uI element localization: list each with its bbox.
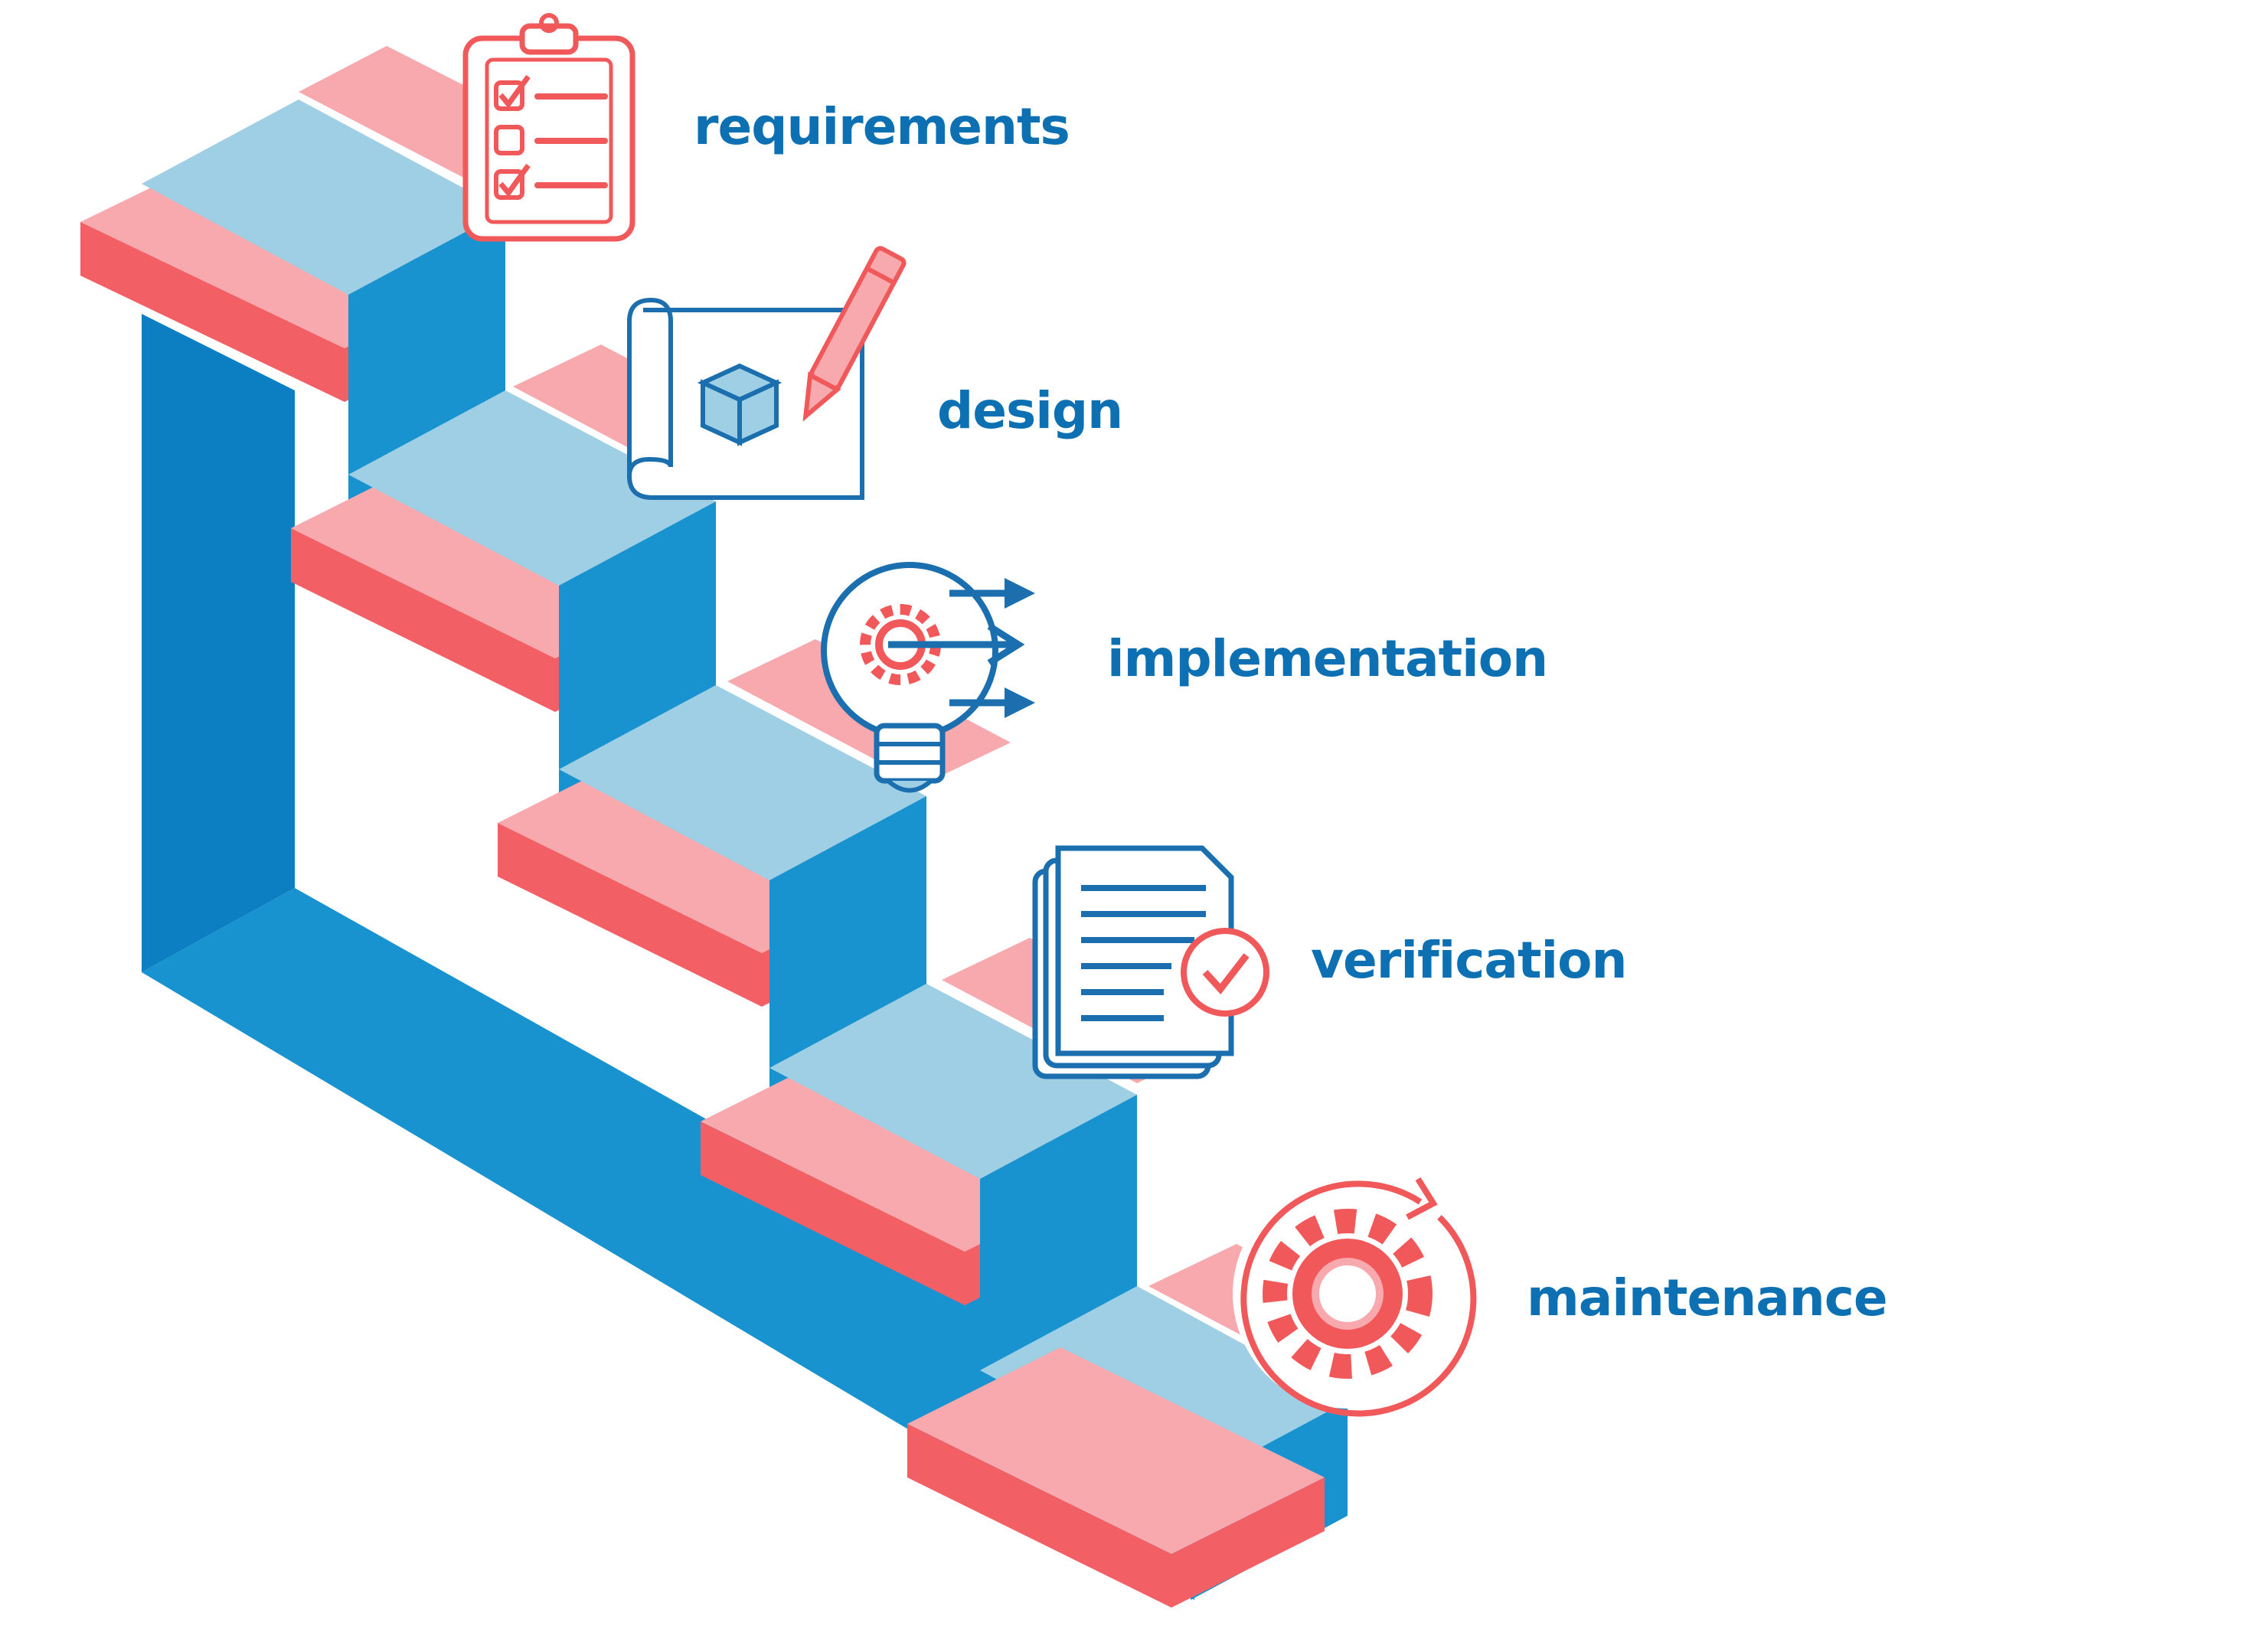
step-label-maintenance: maintenance: [1527, 1268, 1888, 1327]
step-2-top: [348, 390, 716, 586]
stringer-left-face: [142, 314, 295, 972]
staircase: [80, 46, 1432, 1608]
step-label-design: design: [937, 381, 1123, 440]
step-label-verification: verification: [1311, 931, 1627, 990]
lightbulb-gear-arrows-icon: [821, 562, 1035, 793]
step-label-requirements: requirements: [694, 97, 1070, 156]
step-3-top: [559, 685, 926, 880]
blueprint-pencil-icon: [627, 246, 907, 500]
step-2-ledge-front: [291, 528, 555, 712]
step-5-top: [980, 1286, 1348, 1485]
step-5-ledge-front: [907, 1424, 1171, 1608]
step-4-top: [769, 984, 1137, 1179]
step-label-implementation: implementation: [1107, 629, 1548, 688]
step-3-ledge-front: [498, 823, 762, 1007]
step-5-ledge-side: [1171, 1477, 1325, 1608]
step-1-top: [142, 100, 505, 295]
clipboard-checklist-icon: [462, 13, 635, 242]
step-1-ledge-front: [80, 222, 345, 402]
gear-cycle-icon: [1233, 1177, 1477, 1417]
document-check-icon: [1032, 845, 1269, 1079]
step-5-ledge-top: [907, 1347, 1325, 1554]
step-4-ledge-front: [701, 1121, 965, 1305]
